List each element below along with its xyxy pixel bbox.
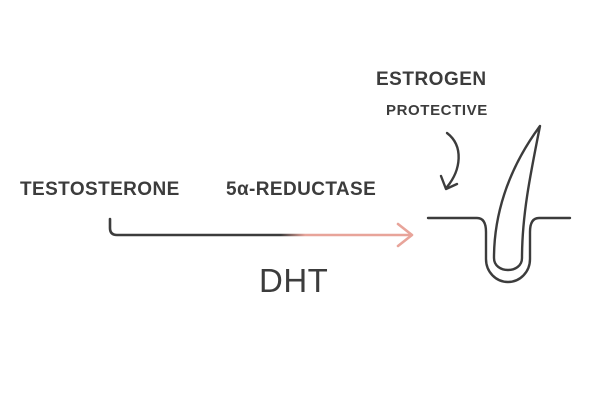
hair-shaft [492,124,542,272]
curved-arrow-head [439,174,459,191]
conversion-arrow-head [396,222,414,248]
estrogen-label: ESTROGEN [376,69,487,90]
conversion-arrow [108,217,414,248]
curved-arrow-line [445,131,460,189]
enzyme-label: 5α-REDUCTASE [226,179,377,200]
conversion-arrow-line [108,217,412,237]
estrogen-role-label: PROTECTIVE [386,102,488,119]
skin-surface-line [426,216,572,284]
hair-follicle-icon [426,124,572,284]
testosterone-label: TESTOSTERONE [20,179,180,200]
curved-arrow-icon [439,131,460,191]
dht-label: DHT [259,262,329,299]
